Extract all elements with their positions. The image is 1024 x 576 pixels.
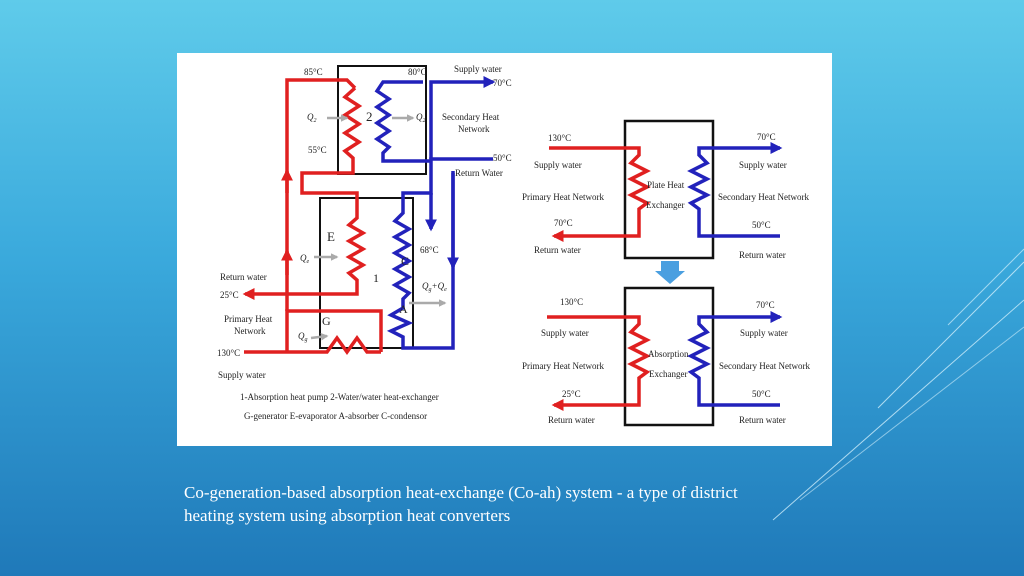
q2-left-label: Q2 [307,112,317,124]
temp-68: 68°C [420,245,439,255]
temp-80: 80°C [408,67,427,77]
caption-line-2: heating system using absorption heat con… [184,506,511,525]
temp-85: 85°C [304,67,323,77]
heat-pump-box [319,197,414,349]
qg-qe-label: Qg+Qe [422,281,447,293]
return-water-right-label: Return Water [455,168,503,178]
absorber-label: A [399,302,408,316]
q2-right-label: Q2 [416,112,426,124]
secondary-heat-network-label: Secondary Heat [442,112,500,122]
absorption-exchanger-diagram: 130°C 70°C Supply water Supply water Pri… [522,286,810,427]
abs-return-water-right: Return water [739,415,786,425]
primary-pipes [242,78,383,356]
abs-temp-130: 130°C [560,297,583,307]
qe-label: Qe [300,253,310,265]
plate-heat-exchanger-diagram: 130°C 70°C Supply water Supply water Pri… [522,119,809,260]
abs-temp-70: 70°C [756,300,775,310]
phe-supply-water-right: Supply water [739,160,787,170]
heat-transfer-arrows [310,114,447,341]
abs-box-label-2: Exchanger [649,369,687,379]
temp-55: 55°C [308,145,327,155]
abs-temp-50: 50°C [752,389,771,399]
secondary-heat-network-label-2: Network [458,124,490,134]
phe-secondary-heat-network: Secondary Heat Network [718,192,809,202]
phe-return-water-right: Return water [739,250,786,260]
flow-down-arrow [655,261,685,284]
abs-temp-25: 25°C [562,389,581,399]
abs-primary-heat-network: Primary Heat Network [522,361,604,371]
temp-25: 25°C [220,290,239,300]
condenser-label: C [401,254,409,268]
qg-label: Qg [298,331,308,343]
abs-box-label-1: Absorption [648,349,689,359]
temp-70: 70°C [493,78,512,88]
legend-line-1: 1-Absorption heat pump 2-Water/water hea… [240,392,439,402]
left-diagram: 85°C 80°C Supply water 70°C Q2 2 Q2 Seco… [217,64,512,421]
phe-box-label-2: Exchanger [646,200,684,210]
phe-temp-70-right: 70°C [757,132,776,142]
hx2-box [337,65,427,175]
primary-heat-network-label: Primary Heat [224,314,273,324]
heat-pump-number-label: 1 [373,271,379,285]
return-water-left-label: Return water [220,272,267,282]
abs-return-water-left: Return water [548,415,595,425]
cogeneration-diagram: 85°C 80°C Supply water 70°C Q2 2 Q2 Seco… [217,64,810,427]
absorption-exchanger-box [623,286,715,427]
generator-label: G [322,314,331,328]
abs-supply-water-left: Supply water [541,328,589,338]
supply-water-label: Supply water [454,64,502,74]
phe-supply-water-left: Supply water [534,160,582,170]
phe-temp-70-left: 70°C [554,218,573,228]
legend-line-2: G-generator E-evaporator A-absorber C-co… [244,411,427,421]
diagram-panel: 85°C 80°C Supply water 70°C Q2 2 Q2 Seco… [177,53,832,446]
caption-line-1: Co-generation-based absorption heat-exch… [184,483,738,502]
supply-water-left-label: Supply water [218,370,266,380]
plate-heat-exchanger-box [623,119,715,260]
slide-caption: Co-generation-based absorption heat-exch… [184,481,834,527]
phe-box-label-1: Plate Heat [647,180,685,190]
phe-primary-heat-network: Primary Heat Network [522,192,604,202]
abs-secondary-heat-network: Secondary Heat Network [719,361,810,371]
evaporator-label: E [327,229,335,244]
temp-130: 130°C [217,348,240,358]
primary-heat-network-label-2: Network [234,326,266,336]
phe-temp-130: 130°C [548,133,571,143]
phe-return-water-left: Return water [534,245,581,255]
temp-50: 50°C [493,153,512,163]
hx-number-label: 2 [366,109,373,124]
secondary-pipes [373,76,496,350]
abs-supply-water-right: Supply water [740,328,788,338]
phe-temp-50: 50°C [752,220,771,230]
